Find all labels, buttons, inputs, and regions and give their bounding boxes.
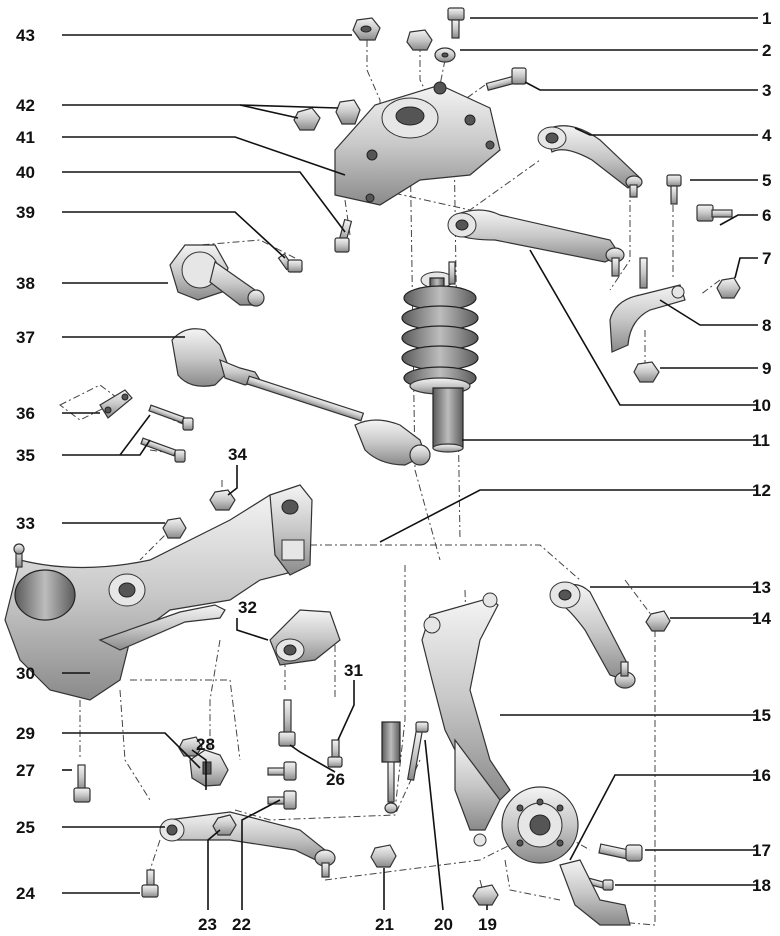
spring-strut-part — [401, 261, 479, 453]
callout-14: 14 — [752, 609, 771, 628]
callout-42: 42 — [16, 96, 35, 115]
callout-9: 9 — [762, 359, 771, 378]
callout-43: 43 — [16, 26, 35, 45]
callout-22: 22 — [232, 915, 251, 934]
callout-3: 3 — [762, 81, 771, 100]
callout-41: 41 — [16, 128, 35, 147]
callout-2: 2 — [762, 41, 771, 60]
bolts-22-part — [267, 761, 297, 810]
callout-40: 40 — [16, 163, 35, 182]
coil-spring — [401, 285, 479, 390]
callout-8: 8 — [762, 316, 771, 335]
callout-1: 1 — [762, 9, 771, 28]
callout-33: 33 — [16, 514, 35, 533]
nut-19-part — [472, 884, 499, 906]
clamp-29-part — [189, 749, 229, 787]
washer-2-part — [434, 47, 456, 63]
wheel-bearing-hub-part — [169, 244, 265, 307]
callout-34: 34 — [228, 445, 247, 464]
upper-arm-10-part — [447, 209, 625, 277]
callout-12: 12 — [752, 481, 771, 500]
bolt-17-part — [598, 843, 643, 862]
bolt-18-part — [586, 877, 614, 891]
bolt-3-part — [485, 67, 527, 91]
lower-arm-25-part — [159, 811, 336, 878]
callout-23: 23 — [198, 915, 217, 934]
callout-7: 7 — [762, 249, 771, 268]
callout-labels: 1 2 3 4 5 6 7 8 9 10 11 12 13 14 15 16 1… — [16, 9, 772, 934]
subframe-part — [4, 484, 313, 701]
bolt-1-part — [447, 7, 465, 39]
nut-7-part — [716, 277, 741, 299]
bolt-27-part — [73, 764, 91, 803]
callout-25: 25 — [16, 818, 35, 837]
callout-29: 29 — [16, 724, 35, 743]
callout-20: 20 — [434, 915, 453, 934]
callout-36: 36 — [16, 404, 35, 423]
lower-arm-13-part — [549, 581, 636, 689]
bolt-6-part — [696, 204, 733, 222]
nut-33-part — [162, 517, 187, 539]
callout-6: 6 — [762, 206, 771, 225]
nut-21-part — [370, 844, 397, 868]
callout-28: 28 — [196, 735, 215, 754]
bolts-35-part — [140, 404, 194, 463]
nut-23-part — [212, 814, 237, 836]
bolt-39-part — [277, 253, 303, 273]
callout-37: 37 — [16, 328, 35, 347]
bolt-26-part — [278, 699, 296, 747]
callout-17: 17 — [752, 841, 771, 860]
drive-shaft-part — [171, 328, 431, 466]
callout-35: 35 — [16, 446, 35, 465]
nut-43-part — [352, 17, 381, 41]
callout-13: 13 — [752, 578, 771, 597]
callout-21: 21 — [375, 915, 394, 934]
callout-31: 31 — [344, 661, 363, 680]
bolt-40-part — [334, 218, 353, 253]
callout-27: 27 — [16, 761, 35, 780]
shield-16-part — [559, 859, 631, 926]
nut-9-part — [633, 361, 660, 383]
steering-knuckle-part — [421, 592, 579, 864]
callout-4: 4 — [762, 126, 772, 145]
callout-18: 18 — [752, 876, 771, 895]
callout-38: 38 — [16, 274, 35, 293]
nuts-42-part — [293, 99, 361, 131]
bolt-5-part — [666, 174, 682, 205]
callout-11: 11 — [752, 431, 770, 450]
stabilizer-link-part — [381, 721, 429, 814]
plate-36-part — [99, 389, 133, 419]
bolt-31-part — [327, 739, 343, 768]
callout-32: 32 — [238, 598, 257, 617]
upper-arm-4-part — [537, 125, 643, 198]
callout-30: 30 — [16, 664, 35, 683]
callout-39: 39 — [16, 203, 35, 222]
callout-16: 16 — [752, 766, 771, 785]
strut-mount-bracket-part — [334, 81, 501, 206]
callout-5: 5 — [762, 171, 771, 190]
bolt-24-part — [141, 869, 159, 898]
parts — [4, 7, 741, 926]
nut-top-part — [406, 29, 433, 51]
leader-lines — [62, 17, 758, 911]
pivot-bracket-part — [609, 257, 686, 353]
mount-32-part — [269, 609, 341, 666]
callout-10: 10 — [752, 396, 771, 415]
callout-24: 24 — [16, 884, 35, 903]
nut-14-part — [645, 610, 671, 632]
callout-19: 19 — [478, 915, 497, 934]
callout-26: 26 — [326, 770, 345, 789]
callout-15: 15 — [752, 706, 771, 725]
